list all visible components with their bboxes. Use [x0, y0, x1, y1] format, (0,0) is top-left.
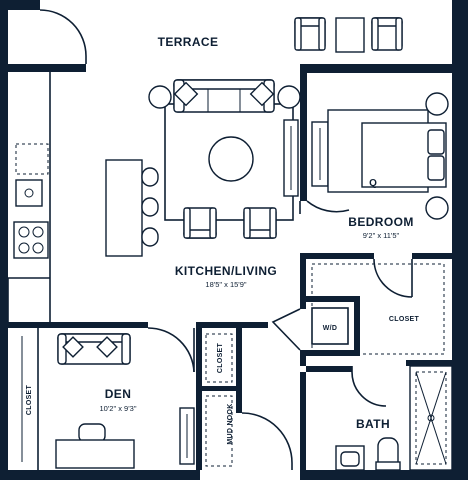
- stool: [141, 167, 159, 187]
- bedroom-dimensions: 9'2" x 11'5": [363, 231, 400, 240]
- terrace: [39, 9, 403, 64]
- kitchen-living-label: KITCHEN/LIVING: [175, 264, 277, 278]
- wd-label: W/D: [323, 325, 338, 332]
- coffee-table: [208, 136, 254, 182]
- pillow: [96, 336, 118, 358]
- closet-main-label: CLOSET: [389, 316, 420, 323]
- mud-nook: [205, 333, 293, 470]
- bedroom: [299, 92, 449, 298]
- terrace-label: TERRACE: [158, 35, 219, 49]
- interior-walls: [8, 73, 452, 470]
- kitchen-island: [105, 159, 143, 257]
- kitchen: [7, 72, 159, 322]
- kitchen-living-dimensions: 18'5" x 15'9": [205, 280, 246, 289]
- bedroom-label: BEDROOM: [348, 215, 413, 229]
- mud-nook-label: MUD NOOK: [227, 403, 234, 444]
- refrigerator: [15, 143, 49, 175]
- closet-wd: [271, 263, 445, 407]
- side-table: [148, 85, 172, 109]
- bath-label: BATH: [356, 417, 390, 431]
- pillow: [62, 336, 84, 358]
- labels: TERRACE KITCHEN/LIVING 18'5" x 15'9" BED…: [26, 35, 420, 445]
- desk-chair: [78, 423, 106, 443]
- pillow: [427, 155, 445, 181]
- bath: [335, 365, 453, 471]
- side-table: [277, 85, 301, 109]
- nightstand-lamp: [425, 196, 449, 220]
- den-label: DEN: [105, 387, 132, 401]
- desk: [55, 439, 135, 469]
- washer-dryer: [311, 307, 349, 345]
- bed-size-label: Q: [369, 178, 377, 189]
- nightstand-lamp: [425, 92, 449, 116]
- sink: [15, 179, 43, 207]
- pillow: [427, 129, 445, 155]
- den: [21, 327, 195, 470]
- living-area: [148, 79, 301, 239]
- pillow: [173, 81, 199, 107]
- stool: [141, 197, 159, 217]
- pillow: [249, 81, 275, 107]
- terrace-table: [335, 17, 365, 53]
- closet-hall-label: CLOSET: [217, 342, 224, 373]
- closet-den-label: CLOSET: [26, 384, 33, 415]
- den-dimensions: 10'2" x 9'3": [100, 404, 137, 413]
- stool: [141, 227, 159, 247]
- cooktop: [13, 221, 49, 259]
